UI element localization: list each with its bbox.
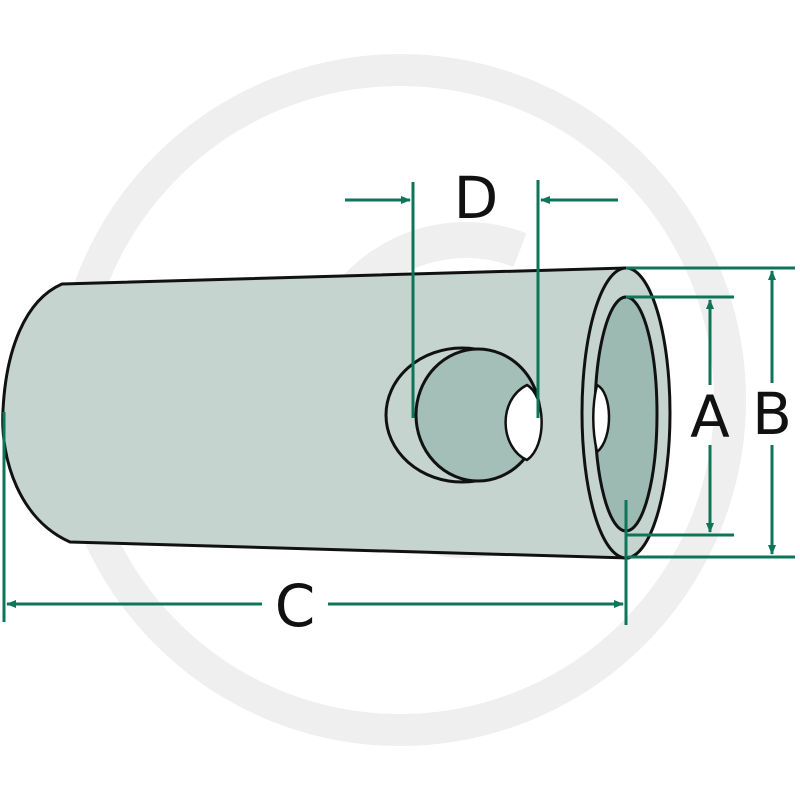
dimension-c: C — [2, 412, 628, 640]
bushing-body — [1, 266, 672, 560]
dimension-d: D — [345, 164, 618, 418]
dimension-a-label: A — [690, 383, 730, 451]
dimension-b: B — [626, 266, 795, 559]
dimension-d-label: D — [454, 164, 499, 232]
dimension-b-label: B — [752, 380, 792, 448]
dimension-c-label: C — [275, 572, 316, 640]
cross-hole — [384, 346, 543, 484]
dimension-a: A — [626, 295, 734, 537]
bore-light-opening — [592, 383, 611, 455]
